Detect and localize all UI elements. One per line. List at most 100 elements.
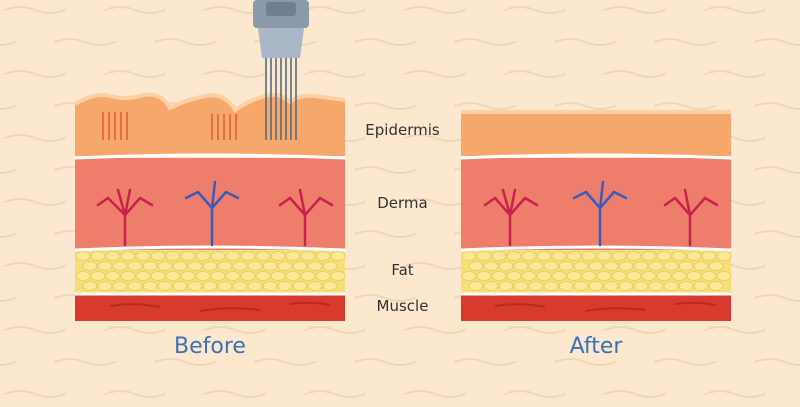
fat-cell — [330, 271, 346, 281]
fat-cell — [262, 281, 278, 291]
background-wave — [4, 134, 66, 142]
fat-cell — [671, 251, 687, 261]
fat-cell — [491, 251, 507, 261]
after-epidermis-layer — [461, 110, 731, 156]
fat-cell — [247, 261, 263, 271]
fat-cell — [322, 261, 338, 271]
after-artery-left — [483, 188, 539, 247]
fat-cell — [300, 271, 316, 281]
fat-cell — [300, 251, 316, 261]
fat-cell — [686, 251, 702, 261]
fat-cell — [536, 251, 552, 261]
background-wave — [104, 70, 166, 78]
background-wave — [754, 358, 800, 366]
fat-cell — [150, 251, 166, 261]
background-wave — [404, 262, 466, 270]
fat-cell — [90, 251, 106, 261]
device-needles — [265, 58, 297, 140]
fat-cell — [543, 281, 559, 291]
background-wave — [54, 38, 116, 46]
fat-cell — [491, 271, 507, 281]
background-wave — [204, 390, 266, 398]
fat-cell — [701, 271, 717, 281]
fat-cell — [498, 281, 514, 291]
fat-cell — [461, 271, 477, 281]
fat-cell — [292, 261, 308, 271]
fat-cell — [172, 261, 188, 271]
fat-cell — [97, 281, 113, 291]
after-fat-cells — [461, 251, 732, 291]
fat-cell — [611, 271, 627, 281]
background-wave — [504, 326, 566, 334]
fat-cell — [596, 251, 612, 261]
fat-cell — [498, 261, 514, 271]
before-muscle-fibers — [109, 301, 331, 312]
fat-cell — [240, 251, 256, 261]
fat-cell — [573, 261, 589, 271]
fat-cell — [285, 251, 301, 261]
background-wave — [754, 166, 800, 174]
fat-cell — [663, 281, 679, 291]
fat-cell — [678, 281, 694, 291]
background-wave — [104, 390, 166, 398]
fat-cell — [270, 251, 286, 261]
fat-cell — [262, 261, 278, 271]
fat-cell — [315, 271, 331, 281]
background-wave — [354, 230, 416, 238]
fat-cell — [693, 281, 709, 291]
background-wave — [4, 198, 66, 206]
before-artery-left — [96, 188, 154, 247]
after-panel — [460, 110, 732, 321]
epidermis-label: Epidermis — [365, 121, 440, 139]
fat-cell — [187, 261, 203, 271]
fat-cell — [127, 261, 143, 271]
fat-cell — [558, 281, 574, 291]
background-wave — [404, 70, 466, 78]
muscle-label: Muscle — [376, 297, 429, 315]
fat-cell — [716, 251, 732, 261]
fat-cell — [701, 251, 717, 261]
fat-cell — [165, 251, 181, 261]
after-dermis-top-line — [460, 153, 732, 160]
after-caption: After — [569, 334, 623, 359]
background-wave — [454, 102, 516, 110]
fat-cell — [581, 271, 597, 281]
fat-cell — [285, 271, 301, 281]
fat-cell — [225, 271, 241, 281]
fat-cell — [588, 261, 604, 271]
fat-cell — [543, 261, 559, 271]
background-wave — [604, 70, 666, 78]
background-wave — [0, 297, 16, 302]
after-vein — [572, 180, 628, 247]
fat-cell — [75, 271, 91, 281]
fat-cell — [157, 281, 173, 291]
background-wave — [554, 358, 616, 366]
background-wave — [0, 41, 16, 46]
background-wave — [504, 390, 566, 398]
fat-cell — [255, 251, 271, 261]
fat-cell — [150, 271, 166, 281]
background-wave — [504, 70, 566, 78]
device-head — [258, 28, 304, 58]
background-wave — [554, 38, 616, 46]
fat-cell — [112, 281, 128, 291]
before-epidermis-highlight — [73, 92, 346, 113]
background-wave — [154, 38, 216, 46]
background-wave — [254, 358, 316, 366]
fat-cell — [483, 281, 499, 291]
fat-cell — [172, 281, 188, 291]
fat-cell — [247, 281, 263, 291]
background-wave — [404, 134, 466, 142]
fat-cell — [120, 271, 136, 281]
fat-cell — [142, 261, 158, 271]
fat-cell — [506, 271, 522, 281]
fat-cell — [656, 271, 672, 281]
fat-cell — [603, 281, 619, 291]
background-wave — [204, 326, 266, 334]
background-wave — [154, 358, 216, 366]
background-wave — [604, 390, 666, 398]
background-wave — [754, 230, 800, 238]
fat-cell — [202, 281, 218, 291]
fat-cell — [641, 251, 657, 261]
